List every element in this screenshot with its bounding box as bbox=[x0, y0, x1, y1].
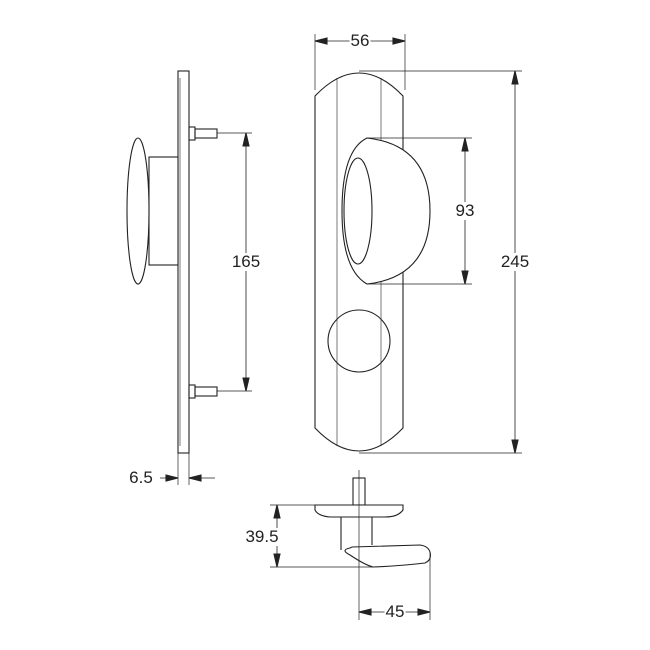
knob-neck bbox=[148, 156, 179, 266]
dim-label-width: 56 bbox=[349, 31, 371, 50]
side-plate bbox=[177, 70, 190, 454]
dim-label-total-height: 245 bbox=[499, 252, 531, 271]
front-plate bbox=[314, 72, 404, 452]
side-view bbox=[126, 70, 252, 485]
screw-bottom bbox=[188, 384, 218, 399]
cup-handle bbox=[341, 137, 431, 285]
dim-label-plate-thickness: 6.5 bbox=[128, 468, 154, 487]
lever-handle bbox=[344, 544, 431, 568]
dim-label-screw-spacing: 165 bbox=[230, 252, 262, 271]
thumb-turn bbox=[327, 309, 391, 373]
knob-side bbox=[126, 137, 150, 285]
cup-recess bbox=[343, 157, 373, 265]
dim-label-cup-height: 93 bbox=[454, 201, 476, 220]
screw-top bbox=[188, 126, 218, 141]
dim-label-handle-projection: 39.5 bbox=[244, 527, 280, 546]
dim-label-handle-offset: 45 bbox=[384, 602, 406, 621]
front-view bbox=[314, 34, 522, 454]
bottom-view bbox=[270, 470, 431, 620]
